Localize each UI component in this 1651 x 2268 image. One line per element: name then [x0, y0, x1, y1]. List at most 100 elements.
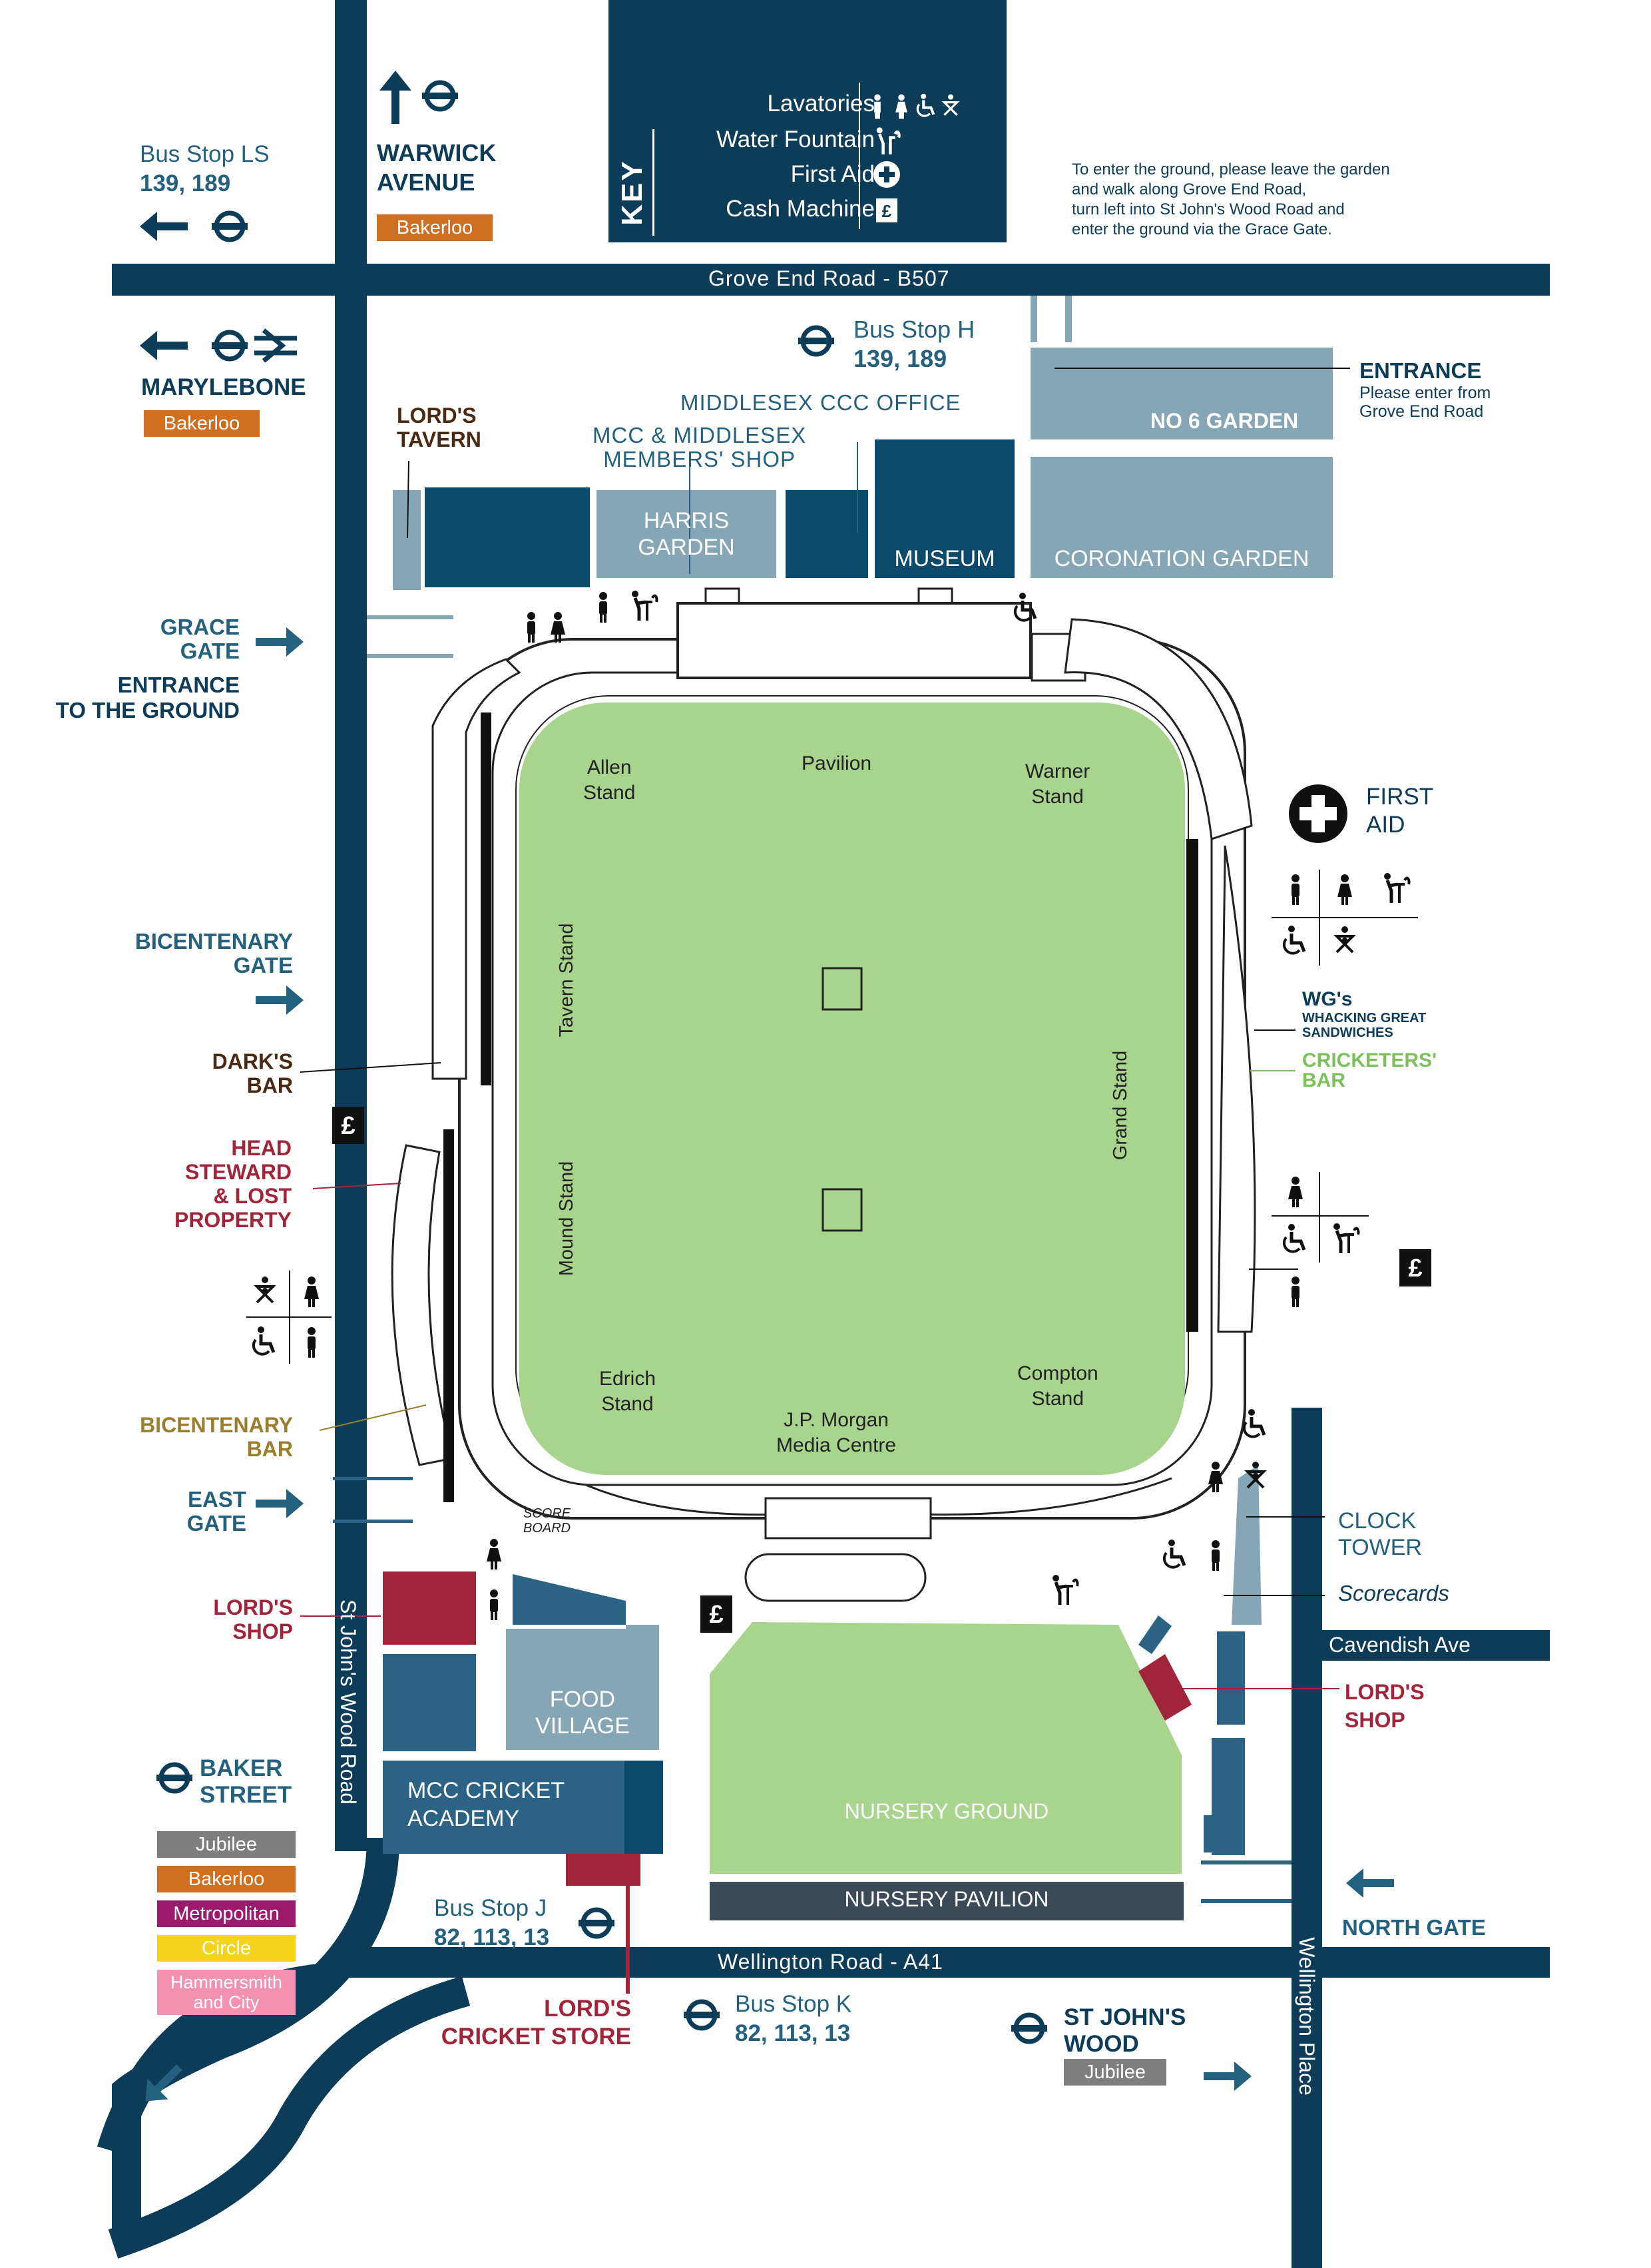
- grace-gate-line: GATE: [180, 639, 240, 663]
- key-label-cash-machine: Cash Machine: [726, 196, 875, 222]
- baby-change-icon: [1335, 925, 1354, 954]
- toilet-icon: [1292, 1276, 1299, 1307]
- entrance-ground-line: TO THE GROUND: [55, 698, 240, 722]
- toilet-icon: [304, 1276, 319, 1307]
- water-fountain-icon: [632, 591, 657, 621]
- lords-shop-west-label: LORD'S SHOP: [160, 1595, 293, 1643]
- harris-garden-label: HARRIS GARDEN: [596, 507, 776, 561]
- nursery-pavilion-label: NURSERY PAVILION: [844, 1887, 1049, 1911]
- wheelchair-icon: [1164, 1540, 1184, 1567]
- lords-shop-line: SHOP: [1345, 1708, 1405, 1732]
- road-label-wellington: Wellington Road - A41: [718, 1950, 943, 1974]
- stand-label-tavern: Tavern Stand: [556, 924, 577, 1037]
- bus-stop-j-name: Bus Stop J: [434, 1895, 547, 1921]
- line-badge-hammersmith: Hammersmith and City: [157, 1970, 296, 2015]
- stand-line: Stand: [1031, 786, 1084, 808]
- leader-lines: [300, 368, 1350, 1689]
- bus-stop-k-name: Bus Stop K: [735, 1991, 852, 2017]
- entrance-note-line: Please enter from: [1359, 384, 1491, 402]
- line-badge-metropolitan: Metropolitan: [157, 1900, 296, 1927]
- arrow-right-icon-bicentenary-gate: [256, 986, 304, 1015]
- st-johns-wood-name: ST JOHN'S WOOD: [1064, 2004, 1186, 2058]
- arrow-left-icon-marylebone: [140, 331, 188, 360]
- middlesex-office-label: MIDDLESEX CCC OFFICE: [680, 390, 961, 415]
- stand-label-grand: Grand Stand: [1110, 1051, 1131, 1160]
- key-panel: Lavatories Water Fountain First Aid Cash…: [608, 91, 875, 242]
- toilet-icon: [1288, 1177, 1303, 1207]
- stand-line: Stand: [583, 782, 636, 804]
- lords-tavern-line: LORD'S: [397, 404, 477, 427]
- road-label-grove-end: Grove End Road - B507: [708, 266, 950, 290]
- line-badge-bakerloo: Bakerloo: [377, 214, 493, 241]
- svg-text:£: £: [882, 201, 892, 221]
- arrow-down-left-icon-baker: [145, 2064, 182, 2102]
- stjw-line: ST JOHN'S: [1064, 2004, 1186, 2030]
- tube-icon-baker: [156, 1765, 192, 1791]
- north-gate-label: NORTH GATE: [1342, 1915, 1486, 1940]
- cash-machine-icon-south: [700, 1595, 732, 1633]
- wgs-sub-label: WHACKING GREAT SANDWICHES: [1302, 1011, 1426, 1040]
- cricketers-line: BAR: [1302, 1069, 1345, 1091]
- stand-line: J.P. Morgan: [784, 1409, 889, 1431]
- line-badge-jubilee: Jubilee: [1064, 2059, 1166, 2086]
- hammersmith-line: and City: [193, 1992, 260, 2012]
- entrance-ground-line: ENTRANCE: [117, 673, 240, 697]
- tube-icon-warwick: [422, 83, 458, 109]
- bicentenary-gate-label: BICENTENARY GATE: [100, 930, 293, 978]
- rail-icon-marylebone: [254, 328, 297, 363]
- instructions: To enter the ground, please leave the ga…: [1072, 160, 1390, 240]
- arrow-left-icon-north-gate: [1346, 1868, 1394, 1898]
- south-buildings: [333, 1465, 1292, 1994]
- tube-icon-stjw: [1011, 2015, 1047, 2042]
- clock-tower-line: TOWER: [1338, 1535, 1422, 1560]
- grace-gate-label: GRACE GATE: [153, 615, 240, 663]
- entrance-label: ENTRANCE: [1359, 358, 1482, 383]
- bus-stop-h-name: Bus Stop H: [853, 316, 975, 343]
- stand-line: Stand: [601, 1393, 654, 1415]
- tube-icon-bus-h: [798, 328, 834, 354]
- key-label-first-aid: First Aid: [790, 161, 875, 187]
- marylebone-name: MARYLEBONE: [141, 374, 306, 400]
- key-divider: [652, 129, 654, 236]
- no6-garden-label: NO 6 GARDEN: [1150, 409, 1299, 433]
- hammersmith-line: Hammersmith: [170, 1972, 282, 1992]
- clock-tower-label: CLOCK TOWER: [1338, 1508, 1422, 1561]
- line-badge-bakerloo: Bakerloo: [157, 1866, 296, 1892]
- bus-stop-k-routes: 82, 113, 13: [735, 2020, 851, 2046]
- baker-street-name: BAKER STREET: [200, 1755, 292, 1809]
- members-shop-line: MEMBERS' SHOP: [603, 447, 796, 471]
- toilet-icon: [487, 1539, 501, 1569]
- road-label-wellington-place: Wellington Place: [1295, 1937, 1319, 2096]
- stand-line: Compton: [1017, 1362, 1098, 1384]
- wheelchair-icon: [1244, 1409, 1264, 1437]
- road-label-st-johns-wood: St John's Wood Road: [336, 1599, 360, 1805]
- darks-bar-line: BAR: [246, 1073, 293, 1097]
- stand-label-pavilion: Pavilion: [802, 752, 872, 774]
- cricket-store-line: CRICKET STORE: [441, 2024, 631, 2050]
- head-steward-label: HEAD STEWARD & LOST PROPERTY: [133, 1136, 292, 1232]
- lords-shop-line: SHOP: [232, 1619, 293, 1643]
- instruction-line: and walk along Grove End Road,: [1072, 180, 1307, 198]
- bicentenary-gate-line: BICENTENARY: [134, 929, 293, 954]
- east-gate-line: GATE: [186, 1511, 246, 1536]
- warwick-line-2: AVENUE: [377, 168, 475, 196]
- stand-line: Allen: [587, 756, 632, 778]
- nursery-ground-label: NURSERY GROUND: [844, 1799, 1049, 1823]
- first-aid-line: FIRST: [1366, 784, 1434, 810]
- stand-line: Warner: [1025, 760, 1090, 782]
- water-fountain-icon: [1333, 1223, 1359, 1253]
- toilet-icon: [1292, 874, 1299, 905]
- first-aid-icon: [1289, 784, 1347, 843]
- warwick-avenue-name: WARWICK AVENUE: [377, 139, 496, 197]
- north-buildings: [367, 0, 1333, 658]
- toilet-icon: [308, 1327, 316, 1358]
- instruction-line: To enter the ground, please leave the ga…: [1072, 160, 1390, 178]
- bicentenary-bar-label: BICENTENARY BAR: [100, 1413, 293, 1461]
- members-shop-label: MCC & MIDDLESEX MEMBERS' SHOP: [592, 424, 806, 471]
- bicentenary-bar-line: BAR: [246, 1437, 293, 1461]
- members-shop-line: MCC & MIDDLESEX: [592, 423, 807, 447]
- toilet-icon: [1212, 1540, 1220, 1571]
- scorecards-label: Scorecards: [1338, 1581, 1449, 1605]
- lords-cricket-store-label: LORD'S CRICKET STORE: [426, 1995, 631, 2051]
- first-aid-line: AID: [1366, 812, 1405, 838]
